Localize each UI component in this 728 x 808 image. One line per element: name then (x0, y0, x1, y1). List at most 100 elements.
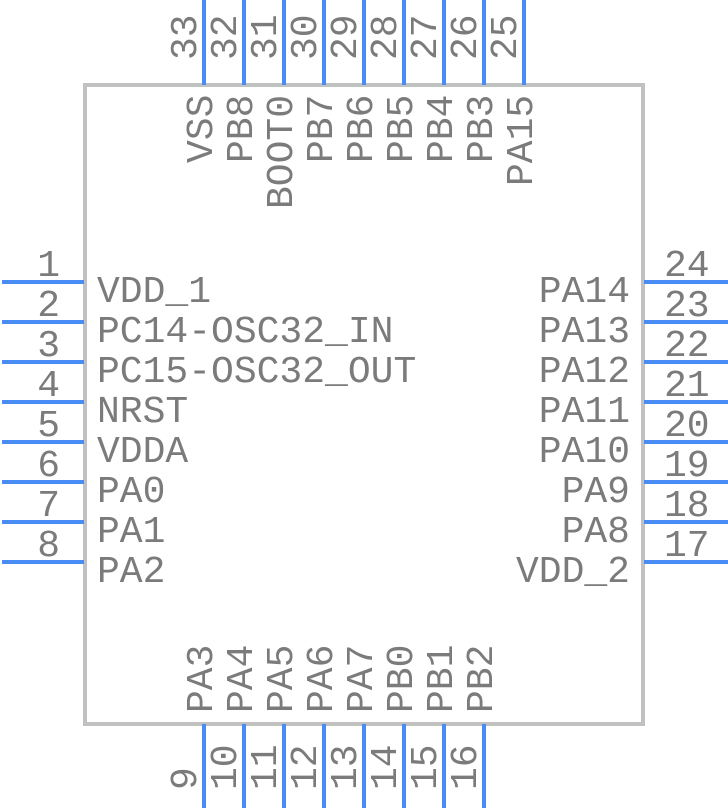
pin-17-number: 17 (664, 525, 710, 568)
pin-16-label: PB2 (461, 644, 504, 713)
pin-30-line (322, 0, 326, 85)
pin-12-label: PA6 (301, 644, 344, 713)
pin-18-number: 18 (664, 485, 710, 528)
pin-19-line (644, 480, 728, 484)
pin-11-number: 11 (245, 744, 288, 790)
pin-31-line (282, 0, 286, 85)
component-body (83, 83, 645, 726)
pin-9-line (202, 724, 206, 808)
pin-15-label: PB1 (421, 644, 464, 713)
pin-33-label: VSS (181, 94, 224, 164)
pin-26-line (482, 0, 486, 85)
pin-5-label: VDDA (97, 431, 189, 474)
pin-6-label: PA0 (97, 471, 166, 514)
pin-2-number: 2 (37, 285, 60, 328)
pin-1-label: VDD_1 (97, 271, 212, 314)
pin-2-line (2, 320, 84, 324)
pin-4-label: NRST (97, 391, 189, 434)
pin-25-label: PA15 (501, 94, 544, 187)
pin-32-number: 32 (205, 14, 248, 60)
pin-17-line (644, 560, 728, 564)
pin-18-label: PA8 (561, 511, 630, 554)
pin-8-label: PA2 (97, 551, 166, 594)
pin-33-number: 33 (165, 14, 208, 60)
pin-23-label: PA13 (538, 311, 630, 354)
pin-27-line (442, 0, 446, 85)
pin-10-line (242, 724, 246, 808)
pin-24-label: PA14 (538, 271, 630, 314)
pin-30-number: 30 (285, 14, 328, 60)
pin-17-label: VDD_2 (515, 551, 630, 594)
pin-33-line (202, 0, 206, 85)
pin-21-label: PA11 (538, 391, 630, 434)
pin-7-label: PA1 (97, 511, 166, 554)
pin-25-number: 25 (485, 14, 528, 60)
pin-7-number: 7 (37, 485, 60, 528)
pin-28-number: 28 (365, 14, 408, 60)
pin-3-line (2, 360, 84, 364)
pin-1-line (2, 280, 84, 284)
pin-26-number: 26 (445, 14, 488, 60)
pin-14-label: PB0 (381, 644, 424, 713)
pin-20-line (644, 440, 728, 444)
pin-12-line (322, 724, 326, 808)
pin-21-line (644, 400, 728, 404)
pin-22-label: PA12 (538, 351, 630, 394)
pin-9-number: 9 (165, 767, 208, 790)
pin-22-line (644, 360, 728, 364)
pin-8-number: 8 (37, 525, 60, 568)
pin-25-line (522, 0, 526, 85)
pin-28-line (402, 0, 406, 85)
pin-20-number: 20 (664, 405, 710, 448)
pin-24-line (644, 280, 728, 284)
pin-1-number: 1 (37, 245, 60, 288)
pin-13-line (362, 724, 366, 808)
pin-32-line (242, 0, 246, 85)
pin-31-label: BOOT0 (261, 94, 304, 209)
pin-18-line (644, 520, 728, 524)
pin-10-number: 10 (205, 744, 248, 790)
pin-4-number: 4 (37, 365, 60, 408)
pin-13-number: 13 (325, 744, 368, 790)
pin-29-label: PB6 (341, 94, 384, 164)
pin-3-label: PC15-OSC32_OUT (97, 351, 417, 394)
pin-21-number: 21 (664, 365, 710, 408)
pin-4-line (2, 400, 84, 404)
pin-6-line (2, 480, 84, 484)
pin-11-line (282, 724, 286, 808)
pin-19-number: 19 (664, 445, 710, 488)
pin-8-line (2, 560, 84, 564)
pin-16-number: 16 (445, 744, 488, 790)
pin-2-label: PC14-OSC32_IN (97, 311, 394, 354)
pin-22-number: 22 (664, 325, 710, 368)
pin-9-label: PA3 (181, 644, 224, 713)
pin-29-line (362, 0, 366, 85)
pin-32-label: PB8 (221, 94, 264, 164)
pin-23-line (644, 320, 728, 324)
pin-30-label: PB7 (301, 94, 344, 164)
pin-5-number: 5 (37, 405, 60, 448)
pin-16-line (482, 724, 486, 808)
pin-5-line (2, 440, 84, 444)
pin-23-number: 23 (664, 285, 710, 328)
pin-14-number: 14 (365, 744, 408, 790)
pin-3-number: 3 (37, 325, 60, 368)
pin-12-number: 12 (285, 744, 328, 790)
pin-24-number: 24 (664, 245, 710, 288)
pin-6-number: 6 (37, 445, 60, 488)
pin-14-line (402, 724, 406, 808)
pin-11-label: PA5 (261, 644, 304, 713)
pin-13-label: PA7 (341, 644, 384, 713)
pin-28-label: PB5 (381, 94, 424, 164)
pin-27-number: 27 (405, 14, 448, 60)
pin-10-label: PA4 (221, 644, 264, 713)
pin-20-label: PA10 (538, 431, 630, 474)
pin-26-label: PB3 (461, 94, 504, 164)
pin-15-number: 15 (405, 744, 448, 790)
pin-15-line (442, 724, 446, 808)
pin-19-label: PA9 (561, 471, 630, 514)
pin-27-label: PB4 (421, 94, 464, 164)
pin-29-number: 29 (325, 14, 368, 60)
pin-7-line (2, 520, 84, 524)
